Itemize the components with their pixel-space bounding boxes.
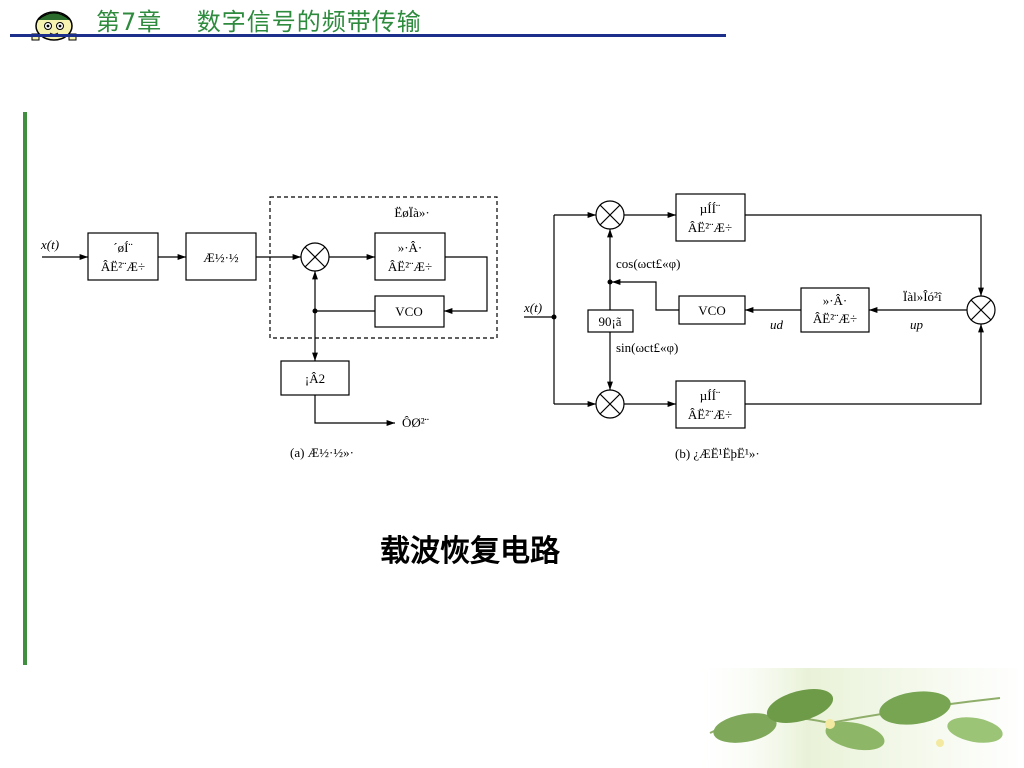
a-bandpass-label-2: ÂË²¨Æ÷ [101,259,145,274]
slide-caption: 载波恢复电路 [380,534,560,569]
decorative-leaves-icon [690,668,1024,768]
a-pll-label: ËøÏà»· [394,205,429,220]
b-bottom-lowpass-label-1: µÍÍ¨ [700,388,720,403]
b-bottom-lowpass-label-2: ÂË²¨Æ÷ [688,407,732,422]
a-square-label: Æ½·½ [203,250,239,265]
b-up-label: up [910,317,924,332]
a-junction-dot [312,308,318,314]
b-top-lowpass-block [675,193,746,242]
a-input-label: x(t) [40,237,59,252]
b-vco-junction-dot [607,279,613,285]
b-input-junction-dot [551,314,557,320]
a-output-label: ÔØ²¨ [402,415,429,430]
cartoon-logo-icon [31,11,77,41]
left-accent-bar [23,112,27,665]
header-divider [10,34,726,37]
b-top-lowpass-label-2: ÂË²¨Æ÷ [688,220,732,235]
b-phase-shift-label: 90¡ã [598,314,621,329]
b-detector-label: Ïàl»Îó²î [903,289,942,304]
a-loop-filter-label-1: »·Â· [398,240,423,255]
b-top-lowpass-label-1: µÍÍ¨ [700,201,720,216]
a-divider-label: ¡Â2 [305,371,325,386]
a-loop-filter-label-2: ÂË²¨Æ÷ [388,259,432,274]
b-sin-label: sin(ωct£«φ) [616,340,678,355]
b-ud-label: ud [770,317,784,332]
a-vco-label: VCO [395,304,422,319]
b-loop-filter-label-1: »·Â· [823,293,848,308]
chapter-title: 第7章 数字信号的频带传输 [96,8,422,36]
b-cos-label: cos(ωct£«φ) [616,256,680,271]
a-caption: (a) Æ½·½»· [290,445,354,460]
b-input-label: x(t) [523,300,542,315]
a-pll-dashed-box [269,196,498,339]
b-vco-label: VCO [698,303,725,318]
b-caption: (b) ¿ÆË¹ËþË¹»· [675,446,760,461]
b-loop-filter-label-2: ÂË²¨Æ÷ [813,311,857,326]
a-bandpass-label-1: ´øÍ¨ [113,240,133,255]
